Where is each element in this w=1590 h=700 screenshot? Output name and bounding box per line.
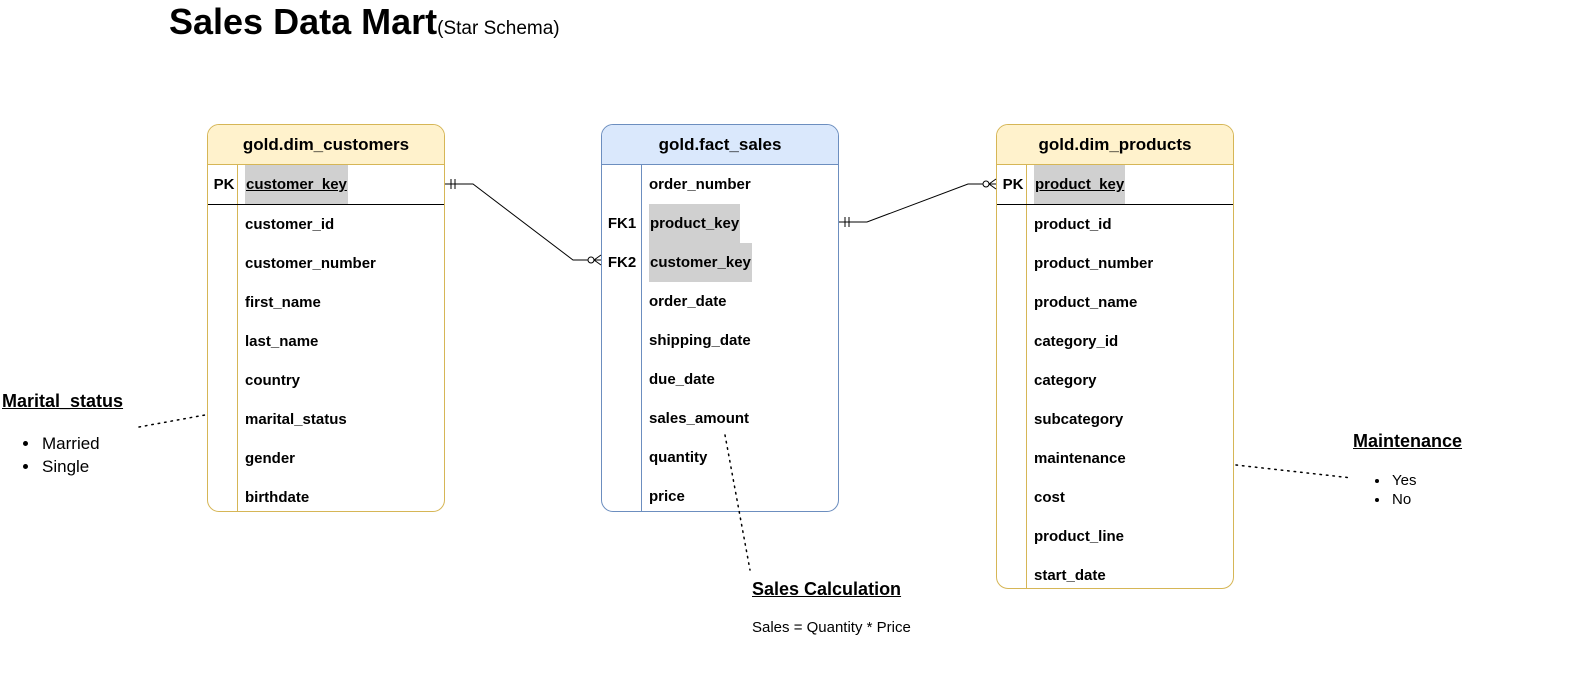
table-row: birthdate xyxy=(208,478,444,511)
field-name: subcategory xyxy=(1034,411,1124,428)
note-connector-sales-calc xyxy=(724,434,751,571)
list-item: No xyxy=(1390,490,1416,509)
fk1-label: FK1 xyxy=(607,215,637,232)
field-name: category_id xyxy=(1034,333,1119,350)
field-name: due_date xyxy=(649,371,715,388)
table-row: first_name xyxy=(208,283,444,322)
table-row-pk: PK customer_key xyxy=(208,165,444,205)
column-divider xyxy=(237,165,238,511)
title-subtitle: (Star Schema) xyxy=(437,18,560,39)
field-name: product_id xyxy=(1034,216,1112,233)
table-row: gender xyxy=(208,439,444,478)
table-row: cost xyxy=(997,478,1233,517)
table-row: category_id xyxy=(997,322,1233,361)
column-divider xyxy=(1026,165,1027,588)
field-name: last_name xyxy=(245,333,319,350)
table-row: last_name xyxy=(208,322,444,361)
list-item: Married xyxy=(40,432,100,455)
table-row: order_date xyxy=(602,282,838,321)
field-name: shipping_date xyxy=(649,332,751,349)
table-row: FK2 customer_key xyxy=(602,243,838,282)
field-name: marital_status xyxy=(245,411,347,428)
table-row: subcategory xyxy=(997,400,1233,439)
pk-label: PK xyxy=(213,176,235,193)
note-connector-marital xyxy=(138,414,206,428)
table-row: customer_number xyxy=(208,244,444,283)
field-name: customer_number xyxy=(245,255,376,272)
table-row: quantity xyxy=(602,438,838,477)
field-name: customer_id xyxy=(245,216,335,233)
field-name: sales_amount xyxy=(649,410,750,427)
table-row: marital_status xyxy=(208,400,444,439)
note-maintenance-list: Yes No xyxy=(1370,471,1416,509)
table-row: sales_amount xyxy=(602,399,838,438)
field-name: country xyxy=(245,372,301,389)
fk2-label: FK2 xyxy=(607,254,637,271)
table-dim-products[interactable]: gold.dim_products PK product_key product… xyxy=(996,124,1234,589)
column-divider xyxy=(641,165,642,511)
diagram-title: Sales Data Mart(Star Schema) xyxy=(169,0,560,44)
table-row: FK1 product_key xyxy=(602,204,838,243)
relationship-customers-sales[interactable] xyxy=(445,179,602,266)
table-row: customer_id xyxy=(208,205,444,244)
field-name: product_number xyxy=(1034,255,1154,272)
table-row: product_name xyxy=(997,283,1233,322)
note-connector-maintenance xyxy=(1235,464,1353,479)
note-sales-calc-formula: Sales = Quantity * Price xyxy=(752,619,911,636)
field-name: category xyxy=(1034,372,1097,389)
field-name: product_line xyxy=(1034,528,1125,545)
relationship-products-sales[interactable] xyxy=(839,178,997,227)
table-row: shipping_date xyxy=(602,321,838,360)
field-name: cost xyxy=(1034,489,1065,506)
field-name: order_date xyxy=(649,293,727,310)
list-item: Single xyxy=(40,455,100,478)
table-row: start_date xyxy=(997,556,1233,588)
table-row: product_id xyxy=(997,205,1233,244)
table-row: price xyxy=(602,477,838,511)
table-row: order_number xyxy=(602,165,838,204)
table-fact-sales[interactable]: gold.fact_sales order_number FK1 product_… xyxy=(601,124,839,512)
table-row: maintenance xyxy=(997,439,1233,478)
field-customer-key: customer_key xyxy=(245,165,348,204)
note-marital-list: Married Single xyxy=(20,432,100,478)
field-name: first_name xyxy=(245,294,321,311)
note-marital-title: Marital_status xyxy=(2,391,124,411)
note-maintenance-title: Maintenance xyxy=(1353,431,1463,451)
table-row: product_number xyxy=(997,244,1233,283)
field-name: start_date xyxy=(1034,567,1106,584)
table-header: gold.fact_sales xyxy=(602,125,838,165)
field-name: order_number xyxy=(649,176,751,193)
field-name: price xyxy=(649,488,685,505)
pk-label: PK xyxy=(1002,176,1024,193)
table-header: gold.dim_products xyxy=(997,125,1233,165)
list-item: Yes xyxy=(1390,471,1416,490)
field-name: gender xyxy=(245,450,296,467)
field-product-key: product_key xyxy=(649,204,741,243)
table-row-pk: PK product_key xyxy=(997,165,1233,205)
table-row: due_date xyxy=(602,360,838,399)
table-row: country xyxy=(208,361,444,400)
field-product-key: product_key xyxy=(1034,165,1126,204)
field-name: maintenance xyxy=(1034,450,1126,467)
field-name: birthdate xyxy=(245,489,310,506)
table-row: category xyxy=(997,361,1233,400)
title-main: Sales Data Mart xyxy=(169,1,438,42)
field-customer-key: customer_key xyxy=(649,243,752,282)
note-sales-calc-title: Sales Calculation xyxy=(752,579,902,599)
field-name: product_name xyxy=(1034,294,1138,311)
field-name: quantity xyxy=(649,449,708,466)
table-dim-customers[interactable]: gold.dim_customers PK customer_key custo… xyxy=(207,124,445,512)
table-row: product_line xyxy=(997,517,1233,556)
table-header: gold.dim_customers xyxy=(208,125,444,165)
